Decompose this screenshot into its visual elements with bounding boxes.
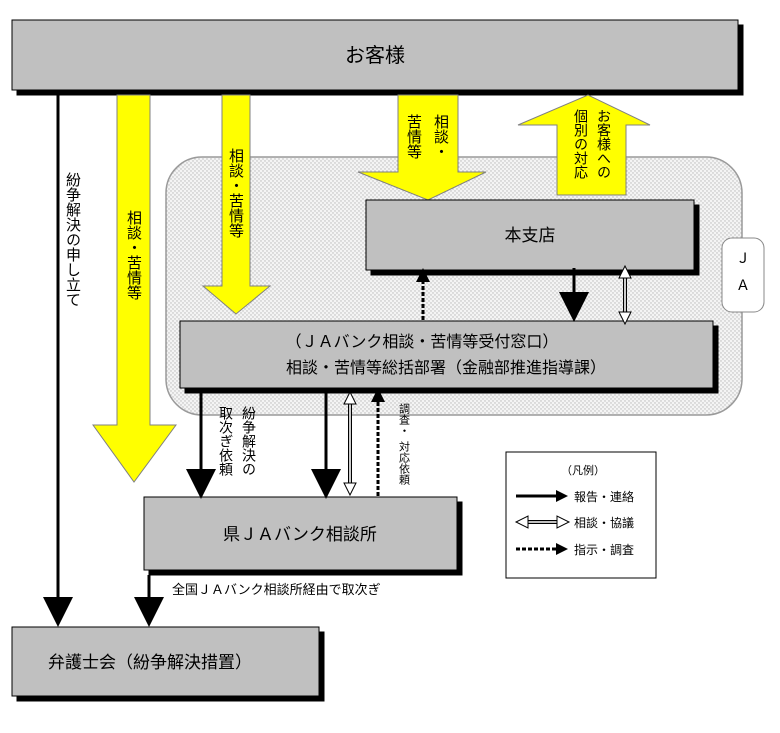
branch-label: 本支店 xyxy=(505,226,556,246)
prefecture-ja-bank-label: 県ＪＡバンク相談所 xyxy=(223,525,377,545)
complaints-department-box xyxy=(179,320,714,389)
complaints-department-label: 相談・苦情等総括部署（金融部推進指導課） xyxy=(286,358,606,377)
consult-mid-label: 相談・苦情等 xyxy=(227,148,245,238)
individual-response-label-col2: 個別の対応 xyxy=(572,109,588,180)
ja-tag-label-2: Ａ xyxy=(736,278,750,294)
prefecture-ja-bank-box xyxy=(143,496,458,571)
legend-title: （凡例） xyxy=(561,463,605,477)
branch-box xyxy=(365,199,695,271)
arrow-consult-top xyxy=(357,94,487,201)
arrow-consult-mid xyxy=(201,94,272,315)
customers-box xyxy=(11,19,739,91)
ja-tag-label-1: Ｊ xyxy=(736,251,750,267)
via-national-label: 全国ＪＡバンク相談所経由で取次ぎ xyxy=(172,582,381,598)
legend-consult-label: 相談・協議 xyxy=(574,515,634,530)
arrow-individual-response xyxy=(517,94,651,196)
legend-instruct-label: 指示・調査 xyxy=(574,542,634,557)
investigate-label-col2: 対応依頼 xyxy=(398,440,411,486)
lawyers-association-box xyxy=(11,626,320,697)
customers-label: お客様 xyxy=(345,43,405,67)
arrow-instruct-center-to-branch xyxy=(416,268,430,320)
arrow-consult-left xyxy=(92,94,177,483)
legend-consult-arrow xyxy=(514,515,571,529)
dispute-forward-label-col2: 取次ぎ依頼 xyxy=(217,406,233,476)
legend: （凡例） 報告・連絡 相談・協議 指示・調査 xyxy=(505,451,657,579)
legend-report-label: 報告・連絡 xyxy=(574,489,634,504)
complaints-window-label: （ＪＡバンク相談・苦情等受付窓口） xyxy=(286,332,559,351)
consult-left-label: 相談・苦情等 xyxy=(125,210,143,300)
arrow-consult-branch-center xyxy=(618,264,632,326)
ja-tag xyxy=(721,237,765,313)
individual-response-label-col1: お客様への xyxy=(595,109,611,179)
arrow-investigate-request xyxy=(371,388,385,496)
investigate-label-col1: 調査・ xyxy=(398,402,411,436)
dispute-petition-label: 紛争解決の申し立て xyxy=(64,172,82,307)
consult-top-label-col1: 相談・ xyxy=(432,114,450,159)
dispute-forward-label-col1: 紛争解決の xyxy=(240,406,256,476)
lawyers-association-label: 弁護士会（紛争解決措置） xyxy=(48,653,252,673)
consult-top-label-col2: 苦情等 xyxy=(405,114,423,159)
arrow-consult-center-prefecture xyxy=(343,390,357,497)
